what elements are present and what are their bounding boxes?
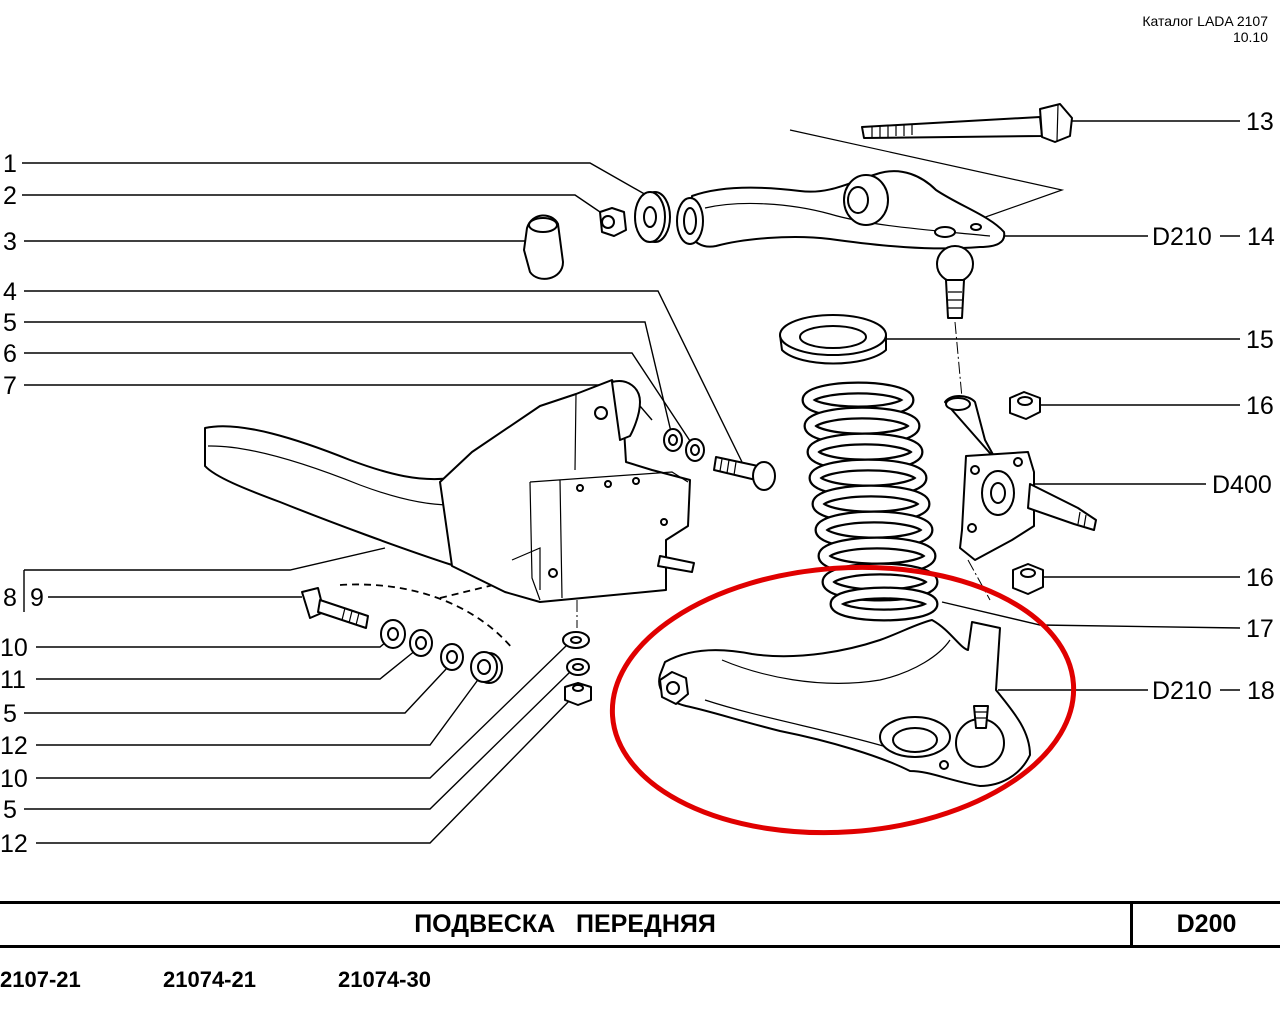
part-1-washer [634, 191, 671, 243]
part-14-upper-arm [676, 170, 1006, 319]
part-5-washer [663, 428, 683, 452]
callout-12: 12 [0, 732, 28, 760]
part-5-washer-lower [440, 643, 464, 671]
part-16-nut-upper [1009, 391, 1041, 420]
part-17-spring [801, 381, 939, 622]
model-code: 2107-21 [0, 967, 81, 992]
part-9-bolt [301, 587, 369, 629]
callout-16-upper: 16 [1246, 392, 1274, 420]
part-12-nut-bracket [564, 682, 592, 706]
callout-3: 3 [3, 228, 17, 256]
callout-2: 2 [3, 182, 17, 210]
section-code: D200 [1176, 910, 1237, 938]
page-number: 10.10 [1233, 29, 1268, 45]
ref-d210-lower: D210 [1152, 677, 1212, 705]
part-18-lower-arm [658, 619, 1031, 787]
callout-1: 1 [3, 150, 17, 178]
model-code: 21074-21 [163, 967, 256, 992]
part-10-washer [380, 619, 406, 649]
callout-15: 15 [1246, 326, 1274, 354]
ref-d210-upper: D210 [1152, 223, 1212, 251]
callout-6: 6 [3, 340, 17, 368]
callout-5-lower: 5 [3, 700, 17, 728]
callout-5: 5 [3, 309, 17, 337]
title-block: ПОДВЕСКА ПЕРЕДНЯЯ D200 [0, 901, 1280, 948]
callout-16-lower: 16 [1246, 564, 1274, 592]
callout-8: 8 [3, 584, 17, 612]
highlight-ellipse [609, 564, 1077, 836]
callout-7: 7 [3, 372, 17, 400]
callout-10-bracket: 10 [0, 765, 28, 793]
part-8-crossmember [204, 379, 695, 603]
part-5-washer-bracket [566, 658, 590, 676]
part-2-nut [599, 207, 627, 237]
part-d400-knuckle [944, 395, 1097, 561]
part-12-nut [470, 651, 503, 684]
part-3-bump-stop [523, 214, 564, 280]
part-16-nut-lower [1012, 563, 1044, 595]
callout-12-bracket: 12 [0, 830, 28, 858]
callout-14: 14 [1247, 223, 1275, 251]
section-title: ПОДВЕСКА ПЕРЕДНЯЯ [0, 904, 1133, 945]
callout-10: 10 [0, 634, 28, 662]
part-10-washer-bracket [562, 631, 590, 649]
callout-17: 17 [1246, 615, 1274, 643]
part-15-spring-pad [779, 314, 887, 365]
callout-9: 9 [30, 584, 44, 612]
part-4-bolt [713, 456, 776, 491]
ref-d400: D400 [1212, 471, 1272, 499]
callout-18: 18 [1247, 677, 1275, 705]
catalog-name: Каталог LADA 2107 [1142, 13, 1268, 29]
callout-4: 4 [3, 278, 17, 306]
part-6-washer [685, 438, 705, 462]
callout-5-bracket: 5 [3, 796, 17, 824]
model-code: 21074-30 [338, 967, 431, 992]
part-13-bolt [861, 103, 1073, 143]
callout-13: 13 [1246, 108, 1274, 136]
callout-11: 11 [0, 666, 26, 694]
part-11-washer [409, 629, 433, 657]
